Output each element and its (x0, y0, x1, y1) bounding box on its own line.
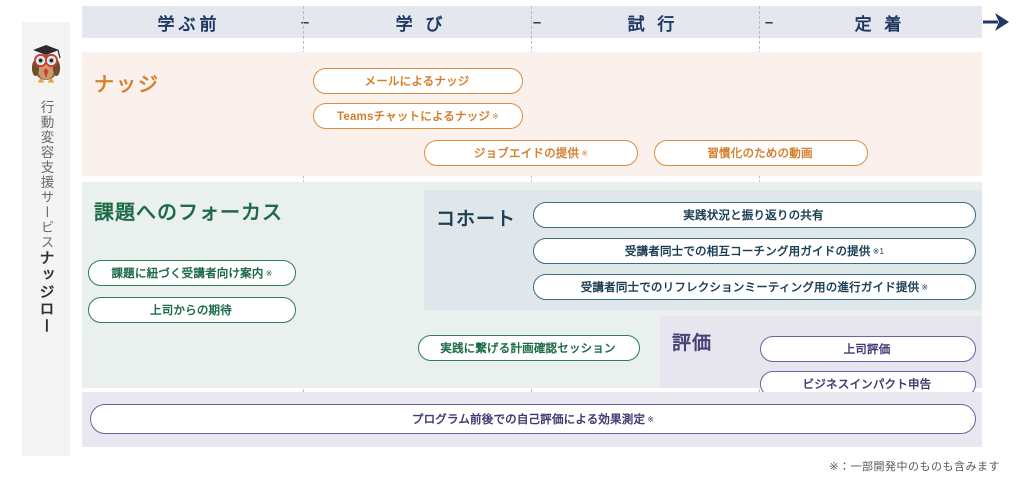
phase-label-2: 試 行 (627, 14, 679, 34)
pill-label: ビジネスインパクト申告 (802, 379, 932, 391)
phase-label-3: 定 着 (854, 14, 906, 34)
pill-label: 課題に紐づく受講者向け案内 (111, 268, 264, 280)
pill-label: 実践状況と振り返りの共有 (683, 210, 824, 222)
pill-nudge-teams-chat[interactable]: Teamsチャットによるナッジ※ (313, 103, 523, 129)
owl-mascot-icon (25, 40, 67, 86)
phase-cell-1: 学 び (314, 6, 528, 38)
band-focus-title: 課題へのフォーカス (94, 202, 283, 224)
pill-label: 習慣化のための動画 (707, 148, 813, 160)
pill-nudge-habit-video[interactable]: 習慣化のための動画 (654, 140, 868, 166)
phase-separator-1: – (528, 6, 546, 38)
pill-note: ※ (921, 282, 929, 292)
pill-note: ※ (492, 111, 500, 121)
pill-cohort-peer-coaching-guide[interactable]: 受講者同士での相互コーチング用ガイドの提供※1 (533, 238, 976, 264)
phase-separator-2: – (760, 6, 778, 38)
pill-focus-plan-session[interactable]: 実践に繋げる計画確認セッション (418, 335, 640, 361)
pill-label: ジョブエイドの提供 (473, 148, 580, 160)
phase-separator-0: – (296, 6, 314, 38)
band-nudge-title: ナッジ (94, 74, 160, 96)
pill-label: 実践に繋げる計画確認セッション (440, 343, 616, 355)
brand-vertical-text: 行動変容支援サービスナッジロー (37, 100, 55, 335)
phase-label-1: 学 び (395, 14, 447, 34)
phase-label-0: 学ぶ前 (157, 14, 221, 34)
phase-cell-2: 試 行 (546, 6, 760, 38)
pill-note: ※ (581, 148, 589, 158)
footnote: ※：一部開発中のものも含みます (829, 461, 1000, 473)
pill-bottom-self-assessment[interactable]: プログラム前後での自己評価による効果測定※ (90, 404, 976, 434)
pill-note: ※ (265, 268, 273, 278)
phase-header: 学ぶ前 – 学 び – 試 行 – 定 着 (82, 6, 982, 38)
pill-nudge-job-aid[interactable]: ジョブエイドの提供※ (424, 140, 638, 166)
pill-label: プログラム前後での自己評価による効果測定 (411, 414, 646, 426)
pill-label: メールによるナッジ (364, 76, 470, 88)
pill-label: Teamsチャットによるナッジ (336, 111, 491, 123)
pill-label: 上司評価 (843, 344, 891, 356)
pill-focus-learner-guidance[interactable]: 課題に紐づく受講者向け案内※ (88, 260, 296, 286)
phase-cell-0: 学ぶ前 (82, 6, 296, 38)
pill-note: ※1 (872, 246, 885, 256)
pill-eval-manager-rating[interactable]: 上司評価 (760, 336, 976, 362)
phase-cell-3: 定 着 (778, 6, 982, 38)
pill-cohort-reflection-guide[interactable]: 受講者同士でのリフレクションミーティング用の進行ガイド提供※ (533, 274, 976, 300)
arrow-right-icon (983, 11, 1009, 33)
pill-label: 受講者同士での相互コーチング用ガイドの提供 (624, 246, 871, 258)
pill-label: 受講者同士でのリフレクションミーティング用の進行ガイド提供 (580, 282, 920, 294)
pill-note: ※ (647, 414, 655, 424)
block-cohort-title: コホート (436, 209, 517, 230)
brand-service-label: 行動変容支援サービス (38, 100, 54, 250)
brand-rail: 行動変容支援サービスナッジロー (22, 22, 70, 456)
pill-nudge-email[interactable]: メールによるナッジ (313, 68, 523, 94)
pill-focus-manager-expectation[interactable]: 上司からの期待 (88, 297, 296, 323)
block-evaluation-title: 評価 (672, 333, 713, 354)
pill-label: 上司からの期待 (150, 305, 232, 317)
pill-cohort-share-practice[interactable]: 実践状況と振り返りの共有 (533, 202, 976, 228)
brand-product-name: ナッジロー (37, 250, 55, 335)
